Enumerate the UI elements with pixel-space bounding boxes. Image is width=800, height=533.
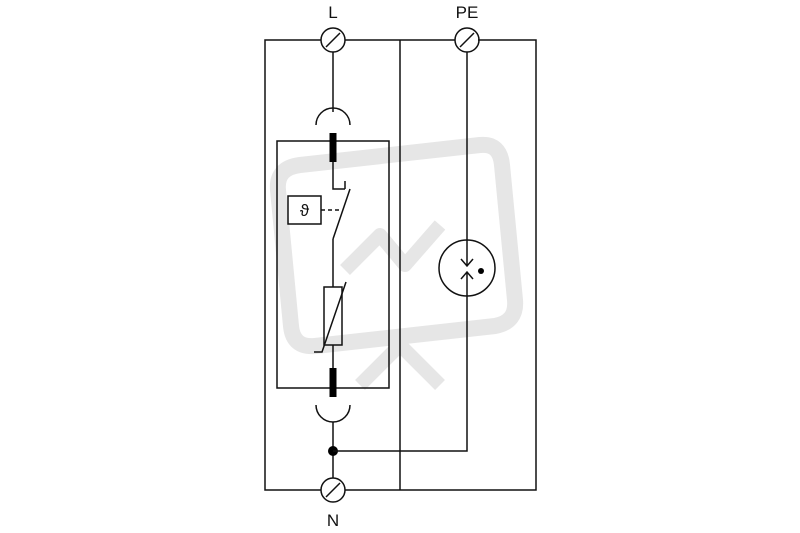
- terminal-l: [320, 27, 346, 53]
- terminal-pe: [454, 27, 480, 53]
- bottom-connector-arc: [315, 404, 351, 423]
- label-pe: PE: [456, 3, 479, 22]
- spark-gap-icon: [438, 239, 496, 297]
- terminal-n: [320, 477, 346, 503]
- label-n: N: [327, 511, 339, 530]
- outer-wire-left: [264, 39, 321, 491]
- top-connector-arc: [315, 107, 351, 126]
- junction-to-gap-wire: [333, 297, 468, 452]
- thermal-symbol: ϑ: [300, 201, 310, 220]
- thermal-switch-blade: [332, 188, 351, 240]
- bus-wire: [345, 39, 455, 490]
- logo-watermark: [269, 136, 524, 390]
- varistor-slash: [314, 281, 347, 353]
- label-l: L: [328, 3, 337, 22]
- thermal-disconnector-icon: [287, 195, 322, 225]
- switch-feed-wire: [332, 162, 345, 190]
- outer-wire-right: [345, 39, 537, 491]
